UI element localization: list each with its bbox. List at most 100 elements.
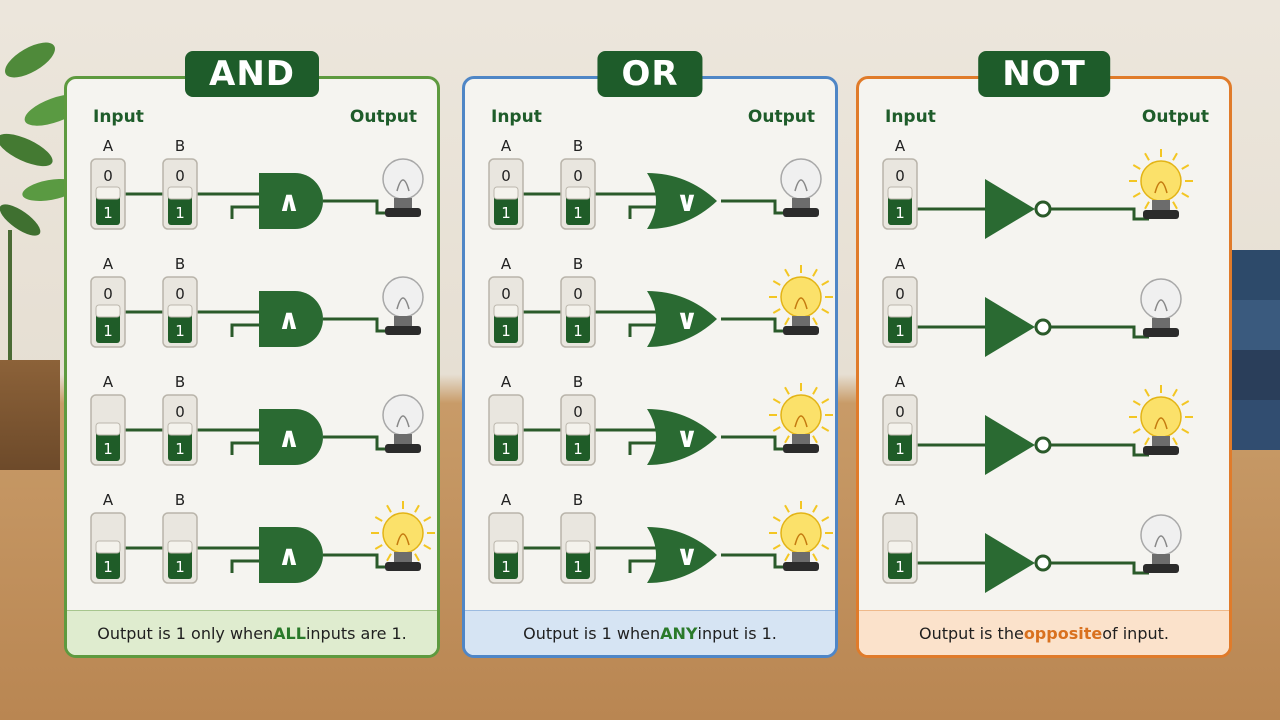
light-ray <box>785 436 789 443</box>
bulb-base <box>385 326 421 335</box>
inversion-bubble <box>1036 202 1050 216</box>
light-ray <box>822 517 829 521</box>
input-label: B <box>175 255 185 273</box>
input-label: B <box>175 491 185 509</box>
wire <box>721 555 783 567</box>
unlit-bulb-icon <box>1141 515 1181 555</box>
panel-footer: Output is 1 when ANY input is 1. <box>465 610 835 655</box>
light-ray <box>1133 401 1140 405</box>
wire <box>232 207 259 219</box>
toggle-knob <box>494 187 518 199</box>
wire <box>630 443 657 455</box>
toggle-zero-label: 0 <box>175 285 185 303</box>
wire <box>1051 445 1149 455</box>
toggle-knob <box>168 541 192 553</box>
bulb-base <box>385 208 421 217</box>
toggle-knob <box>566 187 590 199</box>
toggle-knob <box>168 305 192 317</box>
input-label: A <box>103 373 114 391</box>
input-label: A <box>103 491 114 509</box>
light-ray <box>785 387 789 394</box>
toggle-one-label: 1 <box>501 440 511 458</box>
light-ray <box>387 554 391 561</box>
toggle-zero-label: 0 <box>175 167 185 185</box>
gate-symbol: ∧ <box>278 421 301 454</box>
toggle-zero-label: 0 <box>175 403 185 421</box>
light-ray <box>785 505 789 512</box>
inversion-bubble <box>1036 556 1050 570</box>
bulb-socket <box>1152 554 1170 564</box>
bulb-base <box>783 444 819 453</box>
toggle-one-label: 1 <box>175 204 185 222</box>
footer-text-end: of input. <box>1102 624 1169 643</box>
panel-footer: Output is 1 only when ALL inputs are 1. <box>67 610 437 655</box>
light-ray <box>822 545 829 549</box>
light-ray <box>1182 401 1189 405</box>
input-label: A <box>501 491 512 509</box>
input-label: A <box>895 491 906 509</box>
toggle-zero-label: 0 <box>895 285 905 303</box>
toggle-knob <box>566 423 590 435</box>
footer-text: Output is 1 only when <box>97 624 273 643</box>
toggle-one-label: 1 <box>573 440 583 458</box>
light-ray <box>1145 153 1149 160</box>
unlit-bulb-icon <box>1141 279 1181 319</box>
toggle-one-label: 1 <box>175 558 185 576</box>
light-ray <box>773 309 780 313</box>
unlit-bulb-icon <box>383 159 423 199</box>
toggle-knob <box>888 305 912 317</box>
wire <box>1051 563 1149 573</box>
not-gate-icon <box>985 533 1035 593</box>
light-ray <box>822 309 829 313</box>
bulb-base <box>1143 564 1179 573</box>
toggle-one-label: 1 <box>175 440 185 458</box>
toggle-knob <box>888 187 912 199</box>
lit-bulb-icon <box>781 395 821 435</box>
toggle-one-label: 1 <box>895 322 905 340</box>
input-label: B <box>175 137 185 155</box>
toggle-one-label: 1 <box>895 558 905 576</box>
toggle-knob <box>96 187 120 199</box>
light-ray <box>375 517 382 521</box>
toggle-one-label: 1 <box>501 558 511 576</box>
not-gate-icon <box>985 297 1035 357</box>
light-ray <box>813 318 817 325</box>
gate-symbol: ∧ <box>278 303 301 336</box>
light-ray <box>822 399 829 403</box>
toggle-knob <box>494 305 518 317</box>
gate-symbol: ∨ <box>676 421 699 454</box>
and-circuits: A01B01∧A01B01∧A1B01∧A1B1∧ <box>67 79 437 619</box>
toggle-zero-label: 0 <box>103 285 113 303</box>
circuit-row: A 0 1 <box>883 255 1181 357</box>
footer-text: Output is 1 when <box>523 624 660 643</box>
circuit-row: A1B01∧ <box>91 373 423 465</box>
toggle-zero-label: 0 <box>573 285 583 303</box>
light-ray <box>1182 429 1189 433</box>
bulb-socket <box>792 552 810 562</box>
input-label: A <box>895 255 906 273</box>
toggle-knob <box>566 541 590 553</box>
wire <box>232 443 259 455</box>
wire <box>232 325 259 337</box>
circuit-row: A01B01∧ <box>91 255 423 347</box>
input-label: A <box>103 137 114 155</box>
circuit-row: A01B01∨ <box>489 137 821 229</box>
light-ray <box>1145 389 1149 396</box>
light-ray <box>773 545 780 549</box>
light-ray <box>785 554 789 561</box>
light-ray <box>415 505 419 512</box>
toggle-one-label: 1 <box>895 440 905 458</box>
bulb-base <box>1143 446 1179 455</box>
toggle-one-label: 1 <box>573 322 583 340</box>
light-ray <box>1133 193 1140 197</box>
wire <box>323 319 385 331</box>
bulb-socket <box>792 316 810 326</box>
input-label: B <box>175 373 185 391</box>
lit-bulb-icon <box>781 277 821 317</box>
light-ray <box>813 554 817 561</box>
gate-symbol: ∨ <box>676 185 699 218</box>
gate-symbol: ∧ <box>278 185 301 218</box>
inversion-bubble <box>1036 320 1050 334</box>
light-ray <box>773 281 780 285</box>
